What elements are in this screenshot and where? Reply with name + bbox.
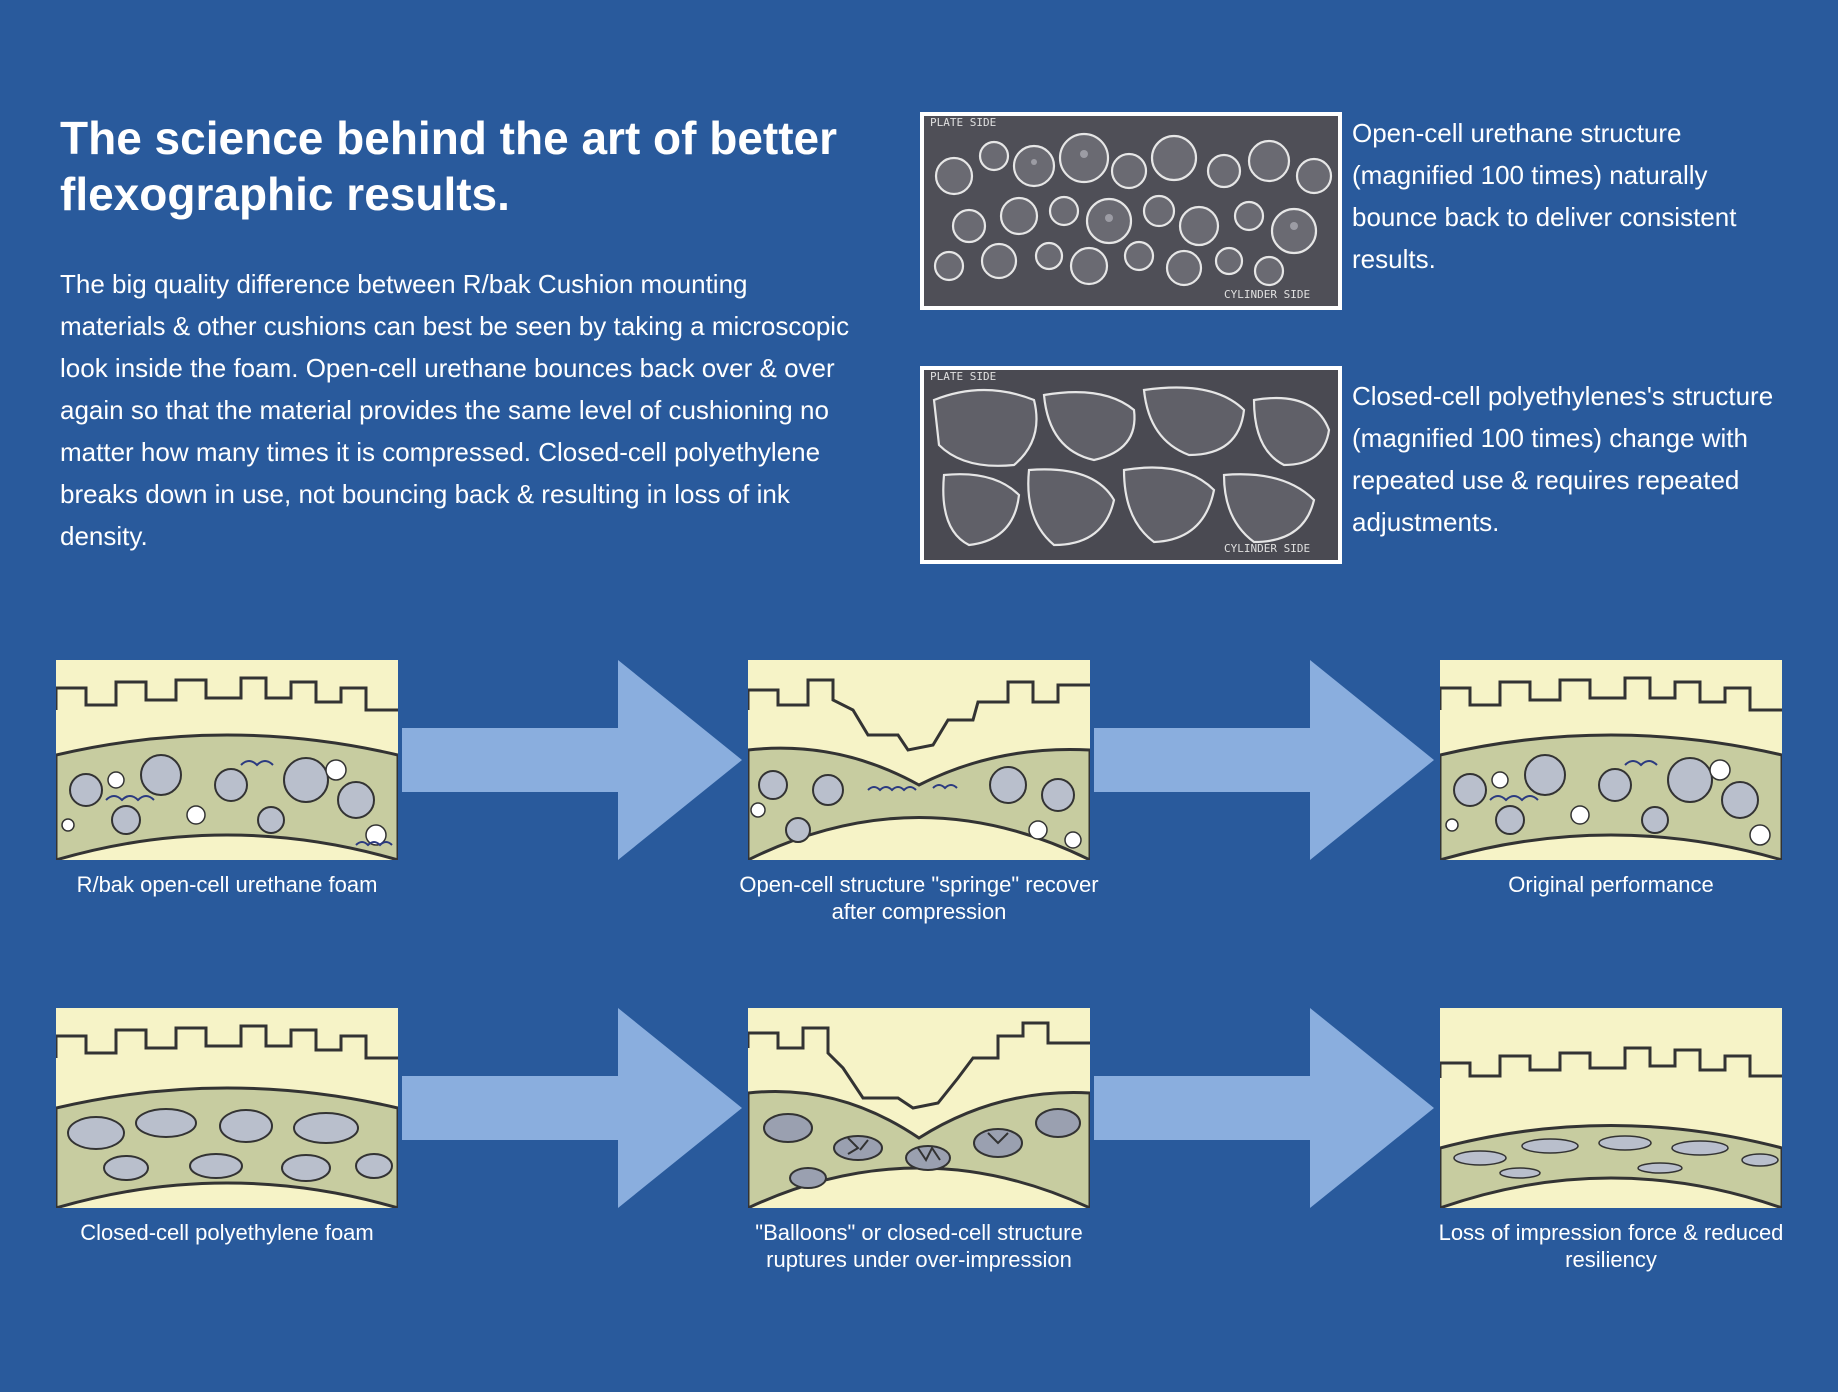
open-cell-foam-panel [56,660,398,860]
loss-of-impression-panel [1440,1008,1782,1208]
arrow-right-icon [402,1008,744,1208]
closed-cell-foam-panel [56,1008,398,1208]
loss-of-impression-caption: Loss of impression force & reduced resil… [1438,1220,1784,1272]
open-cell-compression-caption: Open-cell structure "springe" recover af… [739,872,1099,924]
micrograph-top-label: PLATE SIDE [930,370,996,383]
closed-cell-rupture-panel [748,1008,1090,1208]
micrograph-bottom-label: CYLINDER SIDE [1224,542,1310,555]
original-performance-panel [1440,660,1782,860]
closed-cell-rupture-caption: "Balloons" or closed-cell structure rupt… [755,1220,1083,1272]
closed-cell-foam-caption: Closed-cell polyethylene foam [80,1220,374,1245]
arrow-right-icon [1094,660,1436,860]
intro-paragraph: The big quality difference between R/bak… [60,269,850,551]
open-cell-micrograph: PLATE SIDE CYLINDER SIDE [920,112,1342,310]
open-cell-foam-caption: R/bak open-cell urethane foam [76,872,378,897]
original-performance-caption: Original performance [1508,872,1714,897]
page-title: The science behind the art of better fle… [60,112,838,220]
arrow-right-icon [1094,1008,1436,1208]
closed-cell-micrograph: PLATE SIDE CYLINDER SIDE [920,366,1342,564]
micrograph-bottom-label: CYLINDER SIDE [1224,288,1310,301]
open-cell-compression-panel [748,660,1090,860]
closed-cell-micrograph-caption: Closed-cell polyethylenes's structure (m… [1352,381,1774,537]
open-cell-micrograph-caption: Open-cell urethane structure (magnified … [1352,118,1737,274]
arrow-right-icon [402,660,744,860]
micrograph-top-label: PLATE SIDE [930,116,996,129]
